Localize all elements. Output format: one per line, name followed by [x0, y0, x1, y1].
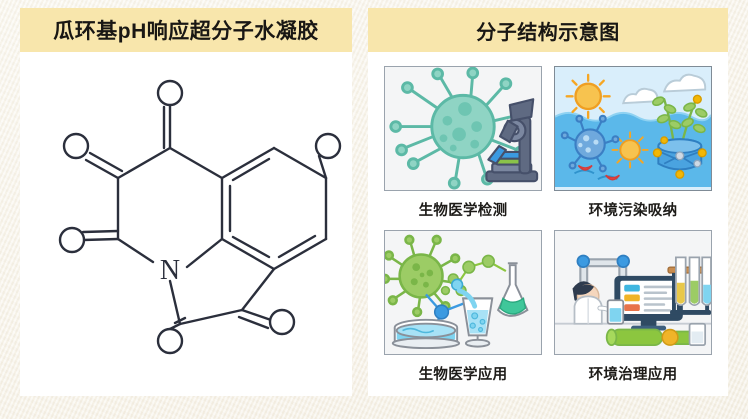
tile-environmental-pollution-absorption[interactable]: 环境污染吸纳 — [554, 66, 712, 220]
bond-cfusedupper-ctop — [168, 146, 224, 180]
bond-cleftupper-oupperleft-a — [84, 158, 120, 180]
water-plant-molecule-icon — [555, 70, 711, 187]
oxygen-atom-right-aryl — [314, 132, 342, 160]
bond-cleftlower-n — [116, 237, 155, 264]
bond-cfusedupper-caryltop — [220, 146, 276, 180]
scientist-monitor-tubes-icon — [555, 234, 711, 351]
tile-environmental-treatment-application-frame — [554, 230, 712, 355]
virus-microscope-icon — [385, 67, 541, 190]
tile-biomedical-detection[interactable]: 生物医学检测 — [384, 66, 542, 220]
bond-ccycloright-carylbottom — [240, 267, 276, 312]
bond-aromatic-inner-top — [231, 157, 271, 182]
right-card: 分子结构示意图 — [368, 8, 728, 396]
bond-ccycloleft-obottom-b — [173, 316, 187, 325]
tile-biomedical-detection-frame — [384, 66, 542, 191]
tile-environmental-pollution-absorption-caption: 环境污染吸纳 — [588, 203, 678, 219]
bond-ccycloright-olowerright-b — [237, 315, 270, 330]
bond-cleftlower-olowerleft-a — [81, 237, 120, 242]
tile-biomedical-application-caption: 生物医学应用 — [418, 367, 508, 383]
virus-labware-icon — [385, 234, 541, 351]
bond-cleftupper-oupperleft-b — [88, 151, 124, 173]
bond-n-cfusedlower — [185, 237, 224, 269]
bond-carylright-orightaryl — [317, 154, 328, 180]
tile-environmental-treatment-application[interactable]: 环境治理应用 — [554, 230, 712, 384]
right-card-title-band: 分子结构示意图 — [368, 8, 728, 52]
bond-aromatic-inner-lowerright — [277, 234, 317, 259]
bond-ccycloleft-ccycloright — [178, 308, 244, 326]
bond-ctop-cleftupper — [116, 146, 172, 180]
molecule-diagram: N — [20, 52, 352, 396]
bond-caryltop-carylright — [272, 146, 328, 180]
oxygen-atom-lower-left — [58, 226, 86, 254]
oxygen-atom-upper-left — [62, 132, 90, 160]
tile-environmental-pollution-absorption-frame — [554, 66, 712, 191]
application-icon-grid: 生物医学检测 — [368, 52, 728, 396]
oxygen-atom-top — [156, 79, 184, 107]
bond-n-ccycloleft — [168, 279, 182, 326]
nitrogen-label: N — [160, 255, 180, 286]
tile-environmental-treatment-application-caption: 环境治理应用 — [588, 367, 678, 383]
bond-caryllowerright-carylbottom — [272, 237, 328, 271]
tile-biomedical-application-frame — [384, 230, 542, 355]
left-card-title: 瓜环基pH响应超分子水凝胶 — [53, 20, 319, 43]
oxygen-atom-lower-right — [268, 308, 296, 336]
bond-cleftlower-olowerleft-b — [81, 229, 120, 234]
bond-ccycloright-olowerright-a — [240, 308, 273, 322]
left-card: 瓜环基pH响应超分子水凝胶 — [20, 8, 352, 396]
bond-aromatic-inner-bottom — [231, 235, 271, 259]
tile-biomedical-application[interactable]: 生物医学应用 — [384, 230, 542, 384]
oxygen-atom-bottom — [156, 327, 184, 355]
bond-carylbottom-cfusedlower — [220, 237, 276, 271]
left-card-title-band: 瓜环基pH响应超分子水凝胶 — [20, 8, 352, 52]
tile-biomedical-detection-caption: 生物医学检测 — [418, 203, 508, 219]
right-card-title: 分子结构示意图 — [476, 21, 620, 44]
molecule-svg: N — [58, 79, 342, 355]
